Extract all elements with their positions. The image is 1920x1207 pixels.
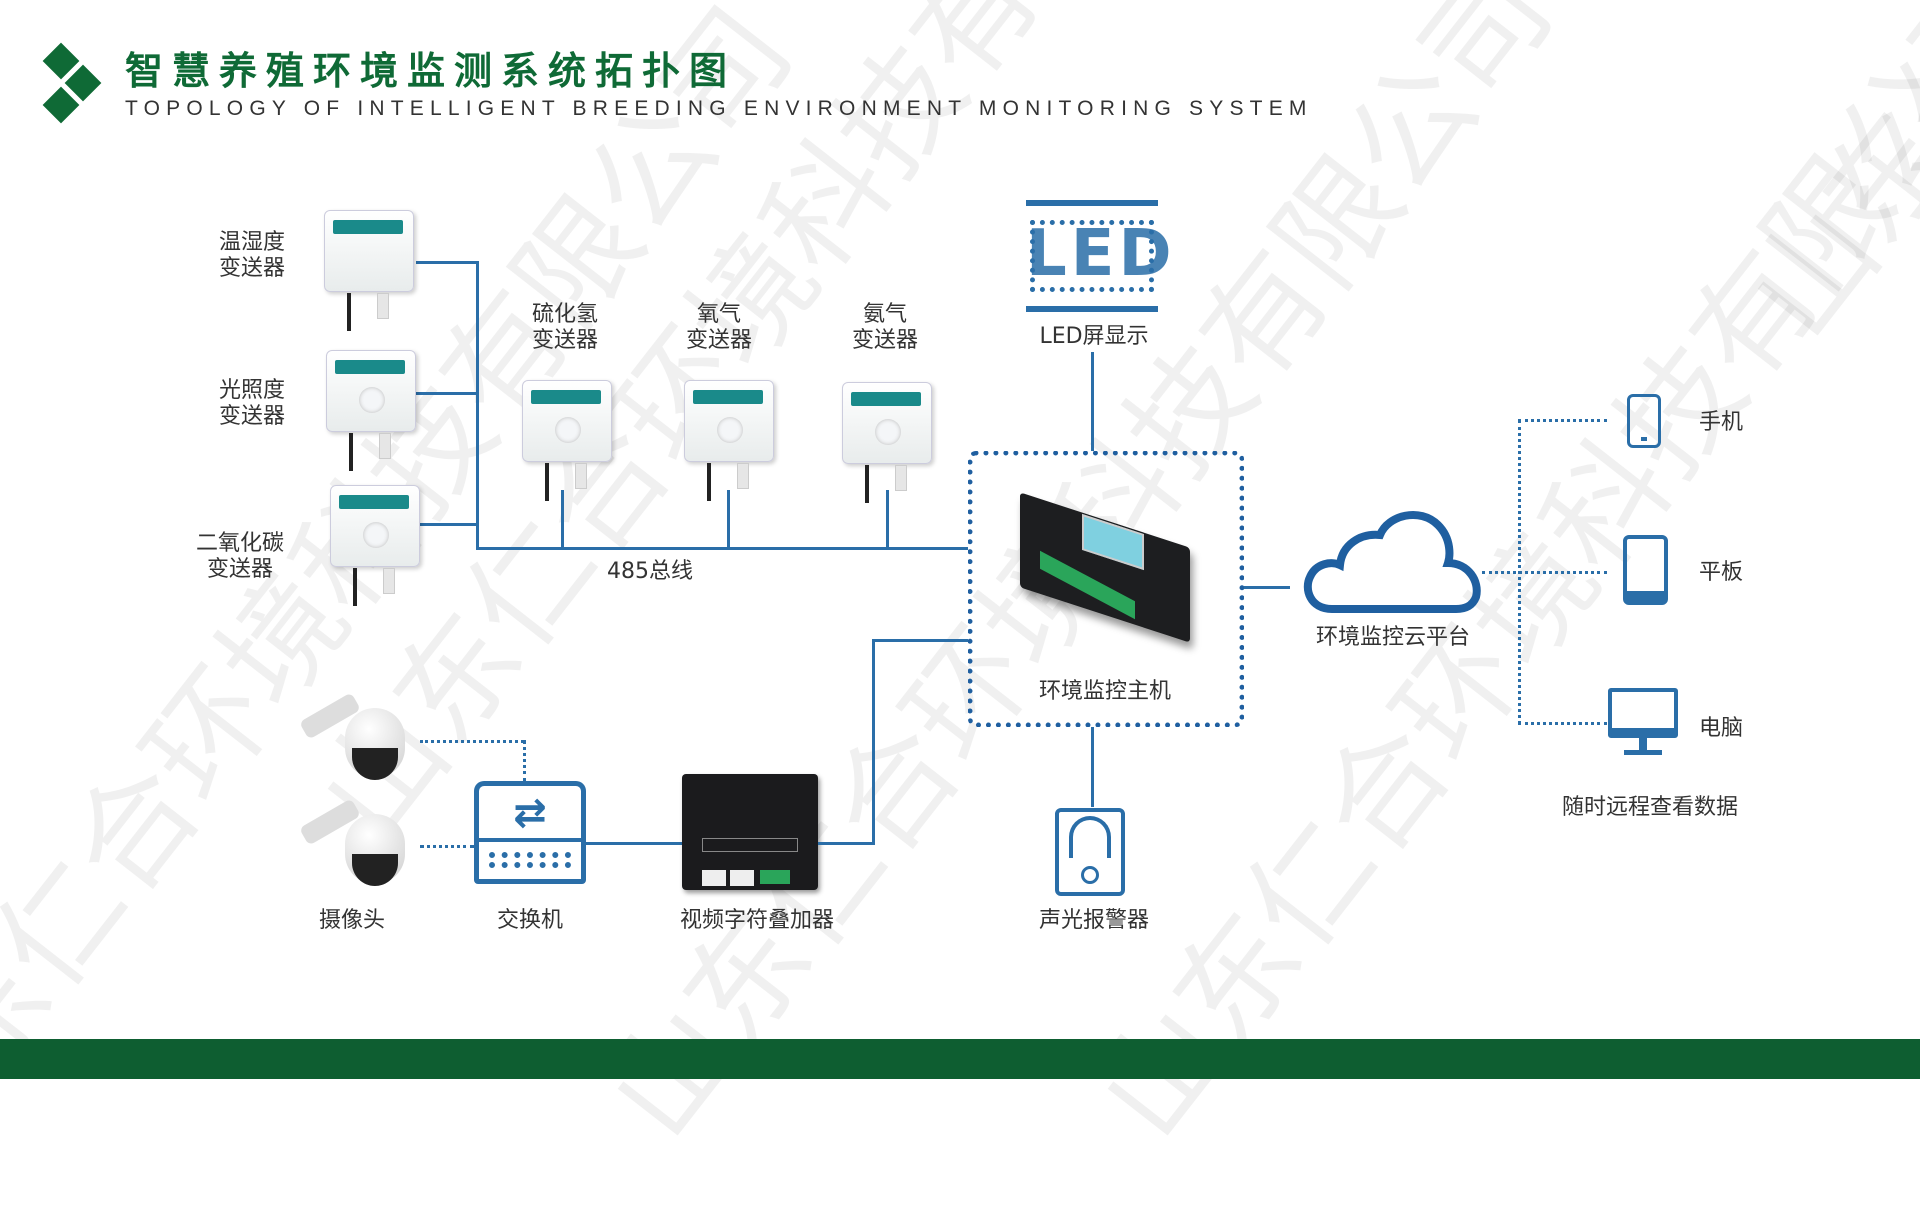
bus-line [416, 392, 478, 395]
alarm-icon [1055, 808, 1125, 896]
cloud-client-link [1518, 419, 1607, 422]
nh3-sensor [842, 382, 932, 503]
overlay-label: 视频字符叠加器 [679, 908, 835, 933]
o2-sensor [684, 380, 774, 501]
bus-line [416, 523, 478, 526]
label-line: 变送器 [851, 328, 919, 353]
switch-label: 交换机 [496, 908, 564, 933]
bus-line [886, 490, 889, 548]
nh3-label: 氨气变送器 [852, 302, 918, 354]
bus-line [727, 490, 730, 548]
h2s-sensor [522, 380, 612, 501]
pc-icon [1608, 688, 1678, 758]
pc-label: 电脑 [1698, 716, 1744, 741]
page-title: 智慧养殖环境监测系统拓扑图 [125, 49, 737, 93]
cloud-client-link [1518, 420, 1521, 724]
co2-sensor [330, 485, 420, 606]
label-line: 氧气 [696, 302, 742, 327]
label-line: 变送器 [531, 328, 599, 353]
camera-link [523, 740, 526, 782]
camera-link [420, 740, 524, 743]
bus-line [476, 547, 968, 550]
label-line: 变送器 [218, 256, 286, 281]
alarm-label: 声光报警器 [1038, 908, 1150, 933]
label-line: 光照度 [218, 378, 286, 403]
host-box [968, 451, 1244, 727]
camera-icon [299, 692, 410, 790]
label-line: 变送器 [685, 328, 753, 353]
co2-label: 二氧化碳变送器 [196, 531, 284, 583]
page-subtitle: TOPOLOGY OF INTELLIGENT BREEDING ENVIRON… [125, 97, 1313, 120]
overlay-host-line [872, 640, 875, 845]
cloud-icon [1303, 511, 1481, 613]
cloud-client-link [1482, 571, 1607, 574]
bus-line [561, 490, 564, 548]
bus-label: 485总线 [607, 559, 693, 584]
tablet-label: 平板 [1698, 560, 1744, 585]
temp-humidity-label: 温湿度变送器 [219, 230, 285, 282]
host-label: 环境监控主机 [1038, 679, 1172, 704]
overlay-host-line [818, 842, 874, 845]
tablet-icon [1623, 535, 1668, 605]
footer-bar [0, 1039, 1920, 1079]
remote-note: 随时远程查看数据 [1561, 795, 1739, 820]
led-line [1091, 352, 1094, 451]
label-line: 硫化氢 [531, 302, 599, 327]
host-device-image [1010, 492, 1205, 643]
label-line: 氨气 [862, 302, 908, 327]
label-line: 变送器 [206, 557, 274, 582]
led-screen-icon: LED [1026, 200, 1176, 312]
label-line: 变送器 [218, 404, 286, 429]
label-line: 二氧化碳 [195, 531, 285, 556]
light-label: 光照度变送器 [219, 378, 285, 430]
switch-overlay-line [586, 842, 682, 845]
phone-icon [1627, 394, 1661, 448]
overlay-host-line [872, 639, 968, 642]
video-overlay-device [682, 774, 818, 890]
camera-icon [299, 798, 410, 896]
camera-link [420, 845, 474, 848]
led-label: LED屏显示 [1039, 324, 1149, 349]
host-cloud-line [1244, 586, 1290, 589]
o2-label: 氧气变送器 [686, 302, 752, 354]
cloud-label: 环境监控云平台 [1315, 625, 1471, 650]
h2s-label: 硫化氢变送器 [532, 302, 598, 354]
bus-line [476, 261, 479, 550]
camera-label: 摄像头 [318, 908, 386, 933]
switch-icon: ⇄ [474, 781, 586, 884]
host-alarm-line [1091, 727, 1094, 807]
bus-line [416, 261, 478, 264]
phone-label: 手机 [1698, 410, 1744, 435]
led-icon-text: LED [1026, 217, 1176, 291]
cloud-client-link [1518, 722, 1607, 725]
label-line: 温湿度 [218, 230, 286, 255]
temp-humidity-sensor [324, 210, 414, 331]
light-sensor [326, 350, 416, 471]
